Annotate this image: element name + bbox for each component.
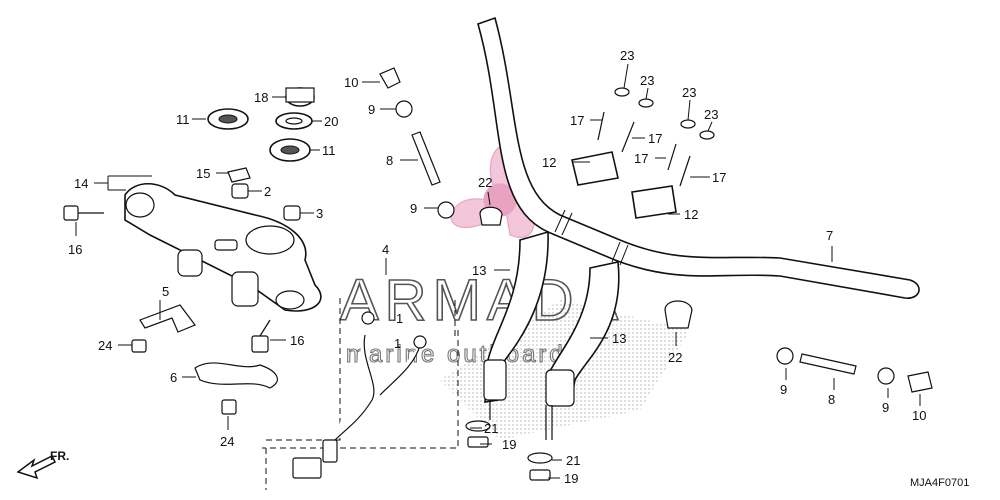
- part-3-plug: [283, 205, 301, 221]
- top-bridge: [124, 183, 322, 312]
- part-9-weight-nut-upper: [395, 100, 413, 118]
- part-16-bolt-lower: [251, 319, 271, 353]
- callout-13a: 13: [472, 263, 486, 278]
- part-11-bearing-upper: [207, 108, 249, 130]
- callout-18: 18: [254, 90, 268, 105]
- part-20-washer: [275, 112, 313, 130]
- handlebar-riser-right: [545, 261, 620, 440]
- callout-7: 7: [826, 228, 833, 243]
- watermark-brand: ARMADA: [340, 268, 624, 333]
- callout-19a: 19: [502, 437, 516, 452]
- callout-22a: 22: [478, 175, 492, 190]
- callouts: 11 18 20 11 15 2 3 14 16 5 24 6 24 16 4 …: [68, 48, 926, 486]
- handlebar: [477, 16, 920, 299]
- part-8-weight-rod-left: [411, 131, 441, 186]
- callout-1b: 1: [394, 336, 401, 351]
- part-9-weight-nut-right-b: [877, 367, 895, 385]
- part-22-clamp-right: [664, 300, 693, 329]
- watermark: ARMADA marine outboards: [339, 145, 690, 440]
- callout-23a: 23: [620, 48, 634, 63]
- part-12-holder-upper: [571, 151, 619, 186]
- part-24-screw-upper: [131, 339, 147, 353]
- callout-4: 4: [382, 242, 389, 257]
- callout-23b: 23: [640, 73, 654, 88]
- callout-17d: 17: [712, 170, 726, 185]
- callout-16b: 16: [290, 333, 304, 348]
- diagram-code: MJA4F0701: [910, 477, 969, 489]
- part-2-plug: [231, 183, 249, 199]
- callout-19b: 19: [564, 471, 578, 486]
- callout-11b: 11: [322, 143, 336, 158]
- front-arrow-icon: [16, 454, 57, 480]
- callout-1a: 1: [396, 311, 403, 326]
- callout-10a: 10: [344, 75, 358, 90]
- callout-14: 14: [74, 176, 88, 191]
- part-23-washers: [614, 87, 715, 140]
- part-19-nuts: [467, 436, 551, 481]
- callout-3: 3: [316, 206, 323, 221]
- part-11-bearing-lower: [269, 138, 311, 162]
- part-24-screw-lower: [221, 399, 237, 415]
- part-1-clips: [361, 311, 427, 349]
- callout-17c: 17: [634, 151, 648, 166]
- callout-8b: 8: [828, 392, 835, 407]
- callout-20: 20: [324, 114, 338, 129]
- part-15-clip: [227, 167, 251, 183]
- callout-24b: 24: [220, 434, 234, 449]
- part-10-switch-right: [907, 371, 933, 393]
- part-17-bolts: [597, 111, 691, 187]
- callout-21a: 21: [484, 421, 498, 436]
- callout-15: 15: [196, 166, 210, 181]
- callout-5: 5: [162, 284, 169, 299]
- part-9-weight-nut-lower: [437, 201, 455, 219]
- part-8-weight-rod-right: [799, 353, 857, 375]
- callout-24a: 24: [98, 338, 112, 353]
- callout-9d: 9: [882, 400, 889, 415]
- callout-23c: 23: [682, 85, 696, 100]
- part-10-switch-upper: [379, 67, 401, 89]
- callout-9b: 9: [410, 201, 417, 216]
- callout-12b: 12: [684, 207, 698, 222]
- part-16-bolt-upper: [63, 205, 104, 221]
- callout-9a: 9: [368, 102, 375, 117]
- callout-21b: 21: [566, 453, 580, 468]
- handlebar-riser-left: [483, 230, 549, 420]
- part-22-clamp-left: [479, 206, 503, 226]
- callout-8a: 8: [386, 153, 393, 168]
- front-label: FR.: [50, 449, 69, 463]
- callout-16a: 16: [68, 242, 82, 257]
- callout-12a: 12: [542, 155, 556, 170]
- wire-harness: [262, 298, 459, 490]
- part-12-holder-lower: [631, 185, 677, 219]
- callout-2: 2: [264, 184, 271, 199]
- part-9-weight-nut-right-a: [776, 347, 794, 365]
- callout-17a: 17: [570, 113, 584, 128]
- leader-lines: [75, 63, 921, 479]
- callout-10b: 10: [912, 408, 926, 423]
- callout-22b: 22: [668, 350, 682, 365]
- watermark-tagline: marine outboards: [346, 341, 581, 368]
- callout-13b: 13: [612, 331, 626, 346]
- part-18-cap: [285, 87, 315, 107]
- callout-11a: 11: [176, 112, 190, 127]
- part-5-bracket: [139, 304, 196, 333]
- part-6-band: [194, 362, 278, 389]
- callout-23d: 23: [704, 107, 718, 122]
- front-direction-marker: FR.: [16, 449, 69, 480]
- callout-9c: 9: [780, 382, 787, 397]
- callout-6: 6: [170, 370, 177, 385]
- callout-17b: 17: [648, 131, 662, 146]
